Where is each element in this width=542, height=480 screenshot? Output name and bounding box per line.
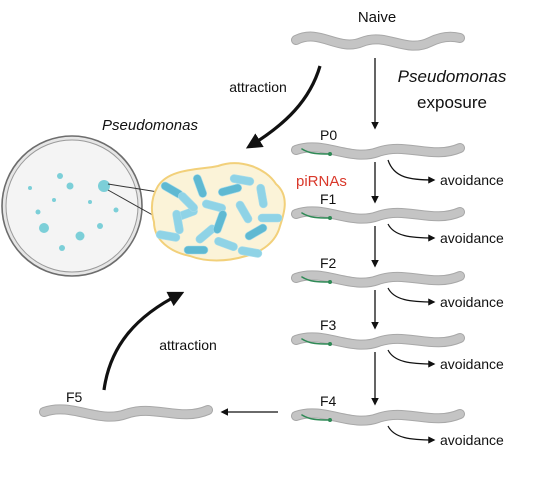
avoidance-arrow (387, 287, 436, 306)
bacterial-colonies (28, 173, 119, 251)
zoom-line-bottom (107, 189, 159, 219)
germline-dot (328, 280, 332, 284)
generation-worms: P0avoidanceF1avoidanceF2avoidanceF3avoid… (39, 127, 504, 448)
naive-label: Naive (358, 9, 396, 26)
bacterium-rod (178, 192, 198, 212)
generation-label: F4 (320, 393, 337, 409)
exposure-label: exposure (417, 93, 487, 112)
bacterium-rod (229, 174, 255, 186)
bacterium-rod (217, 183, 243, 197)
pirnas-label: piRNAs (296, 173, 347, 190)
bacterium-rod (244, 223, 268, 241)
avoidance-arrow (387, 425, 436, 444)
avoidance-label: avoidance (440, 356, 504, 372)
bacterium-rod (183, 245, 209, 255)
bacterium-rod (155, 230, 181, 242)
germline-dot (328, 418, 332, 422)
generation-label: P0 (320, 127, 337, 143)
attraction-top-label: attraction (229, 79, 287, 95)
bacterium-rod (237, 246, 263, 258)
generation-label: F3 (320, 317, 337, 333)
germline-mark (301, 276, 331, 283)
germline-dot (328, 152, 332, 156)
naive-worm (291, 31, 465, 51)
generation-f4: F4 avoidance (291, 393, 504, 448)
bacterium-rod (212, 210, 228, 234)
bacterium-rod (214, 236, 238, 252)
germline-dot (328, 216, 332, 220)
avoidance-arrow (387, 159, 436, 184)
avoidance-arrow (387, 349, 436, 368)
avoidance-label: avoidance (440, 230, 504, 246)
bacterium-rod (172, 209, 184, 235)
germline-mark (301, 212, 331, 219)
attraction-bottom-arrow (102, 291, 185, 391)
bacterium-rod (256, 183, 268, 209)
bacteria-cluster (150, 162, 286, 262)
bacterium-rod (192, 174, 208, 198)
germline-dot (328, 342, 332, 346)
bacterium-rod (235, 200, 253, 224)
generation-f3: F3 avoidance (291, 317, 504, 406)
zoom-line-top (107, 183, 159, 193)
avoidance-label: avoidance (440, 172, 504, 188)
exposure-species-label: Pseudomonas (398, 67, 507, 86)
bacterium-rod (201, 199, 227, 213)
generation-p0: P0 avoidance (291, 127, 504, 204)
germline-mark (301, 338, 331, 345)
bacterium-rod (257, 213, 283, 223)
bacteria-rods (155, 174, 283, 258)
avoidance-arrow (387, 223, 436, 242)
petri-dish (1, 135, 143, 277)
attraction-top-arrow (245, 65, 322, 149)
generation-f2: F2 avoidance (291, 255, 504, 330)
generation-f1: F1 avoidance (291, 191, 504, 268)
generation-label: F1 (320, 191, 337, 207)
avoidance-label: avoidance (440, 432, 504, 448)
pseudomonas-label: Pseudomonas (102, 117, 198, 134)
germline-mark (301, 148, 331, 155)
generation-label: F5 (66, 389, 83, 405)
germline-mark (301, 414, 331, 421)
avoidance-label: avoidance (440, 294, 504, 310)
attraction-bottom-label: attraction (159, 337, 217, 353)
generation-label: F2 (320, 255, 337, 271)
generation-f5: F5 (39, 389, 213, 422)
